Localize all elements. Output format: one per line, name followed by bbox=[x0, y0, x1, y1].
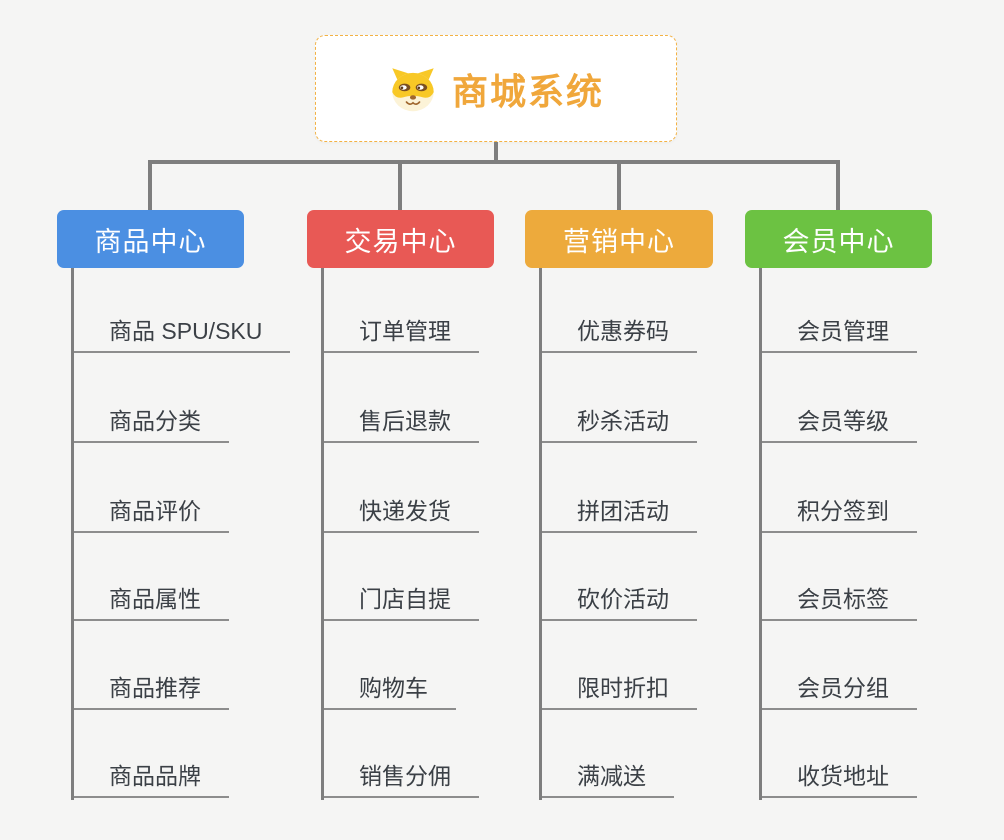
leaf-node[interactable]: 快递发货 bbox=[324, 493, 479, 533]
connector-drop-marketing-center bbox=[617, 160, 621, 212]
leaf-node[interactable]: 商品 SPU/SKU bbox=[74, 313, 291, 353]
leaf-node[interactable]: 售后退款 bbox=[324, 403, 479, 443]
leaf-node[interactable]: 满减送 bbox=[542, 758, 674, 798]
leaf-node[interactable]: 积分签到 bbox=[762, 493, 917, 533]
branch-node-member-center[interactable]: 会员中心 bbox=[745, 210, 932, 268]
branch-children-marketing-center: 优惠券码 秒杀活动 拼团活动 砍价活动 限时折扣 满减送 bbox=[539, 268, 782, 800]
leaf-node[interactable]: 商品推荐 bbox=[74, 670, 229, 710]
leaf-node[interactable]: 商品属性 bbox=[74, 581, 229, 621]
connector-root-stem bbox=[494, 142, 498, 162]
leaf-node[interactable]: 会员管理 bbox=[762, 313, 917, 353]
branch-node-product-center[interactable]: 商品中心 bbox=[57, 210, 244, 268]
root-node-title: 商城系统 bbox=[451, 70, 604, 112]
leaf-node[interactable]: 拼团活动 bbox=[542, 493, 697, 533]
branch-children-product-center: 商品 SPU/SKU 商品分类 商品评价 商品属性 商品推荐 商品品牌 bbox=[71, 268, 314, 800]
leaf-node[interactable]: 门店自提 bbox=[324, 581, 479, 621]
connector-horizontal-bus bbox=[148, 160, 840, 164]
leaf-node[interactable]: 商品分类 bbox=[74, 403, 229, 443]
connector-drop-trade-center bbox=[398, 160, 402, 212]
branch-node-trade-center[interactable]: 交易中心 bbox=[307, 210, 494, 268]
leaf-node[interactable]: 收货地址 bbox=[762, 758, 917, 798]
branch-children-trade-center: 订单管理 售后退款 快递发货 门店自提 购物车 销售分佣 bbox=[321, 268, 564, 800]
leaf-node[interactable]: 会员等级 bbox=[762, 403, 917, 443]
leaf-node[interactable]: 会员分组 bbox=[762, 670, 917, 710]
leaf-node[interactable]: 订单管理 bbox=[324, 313, 479, 353]
leaf-node[interactable]: 限时折扣 bbox=[542, 670, 697, 710]
leaf-node[interactable]: 优惠券码 bbox=[542, 313, 697, 353]
leaf-node[interactable]: 商品评价 bbox=[74, 493, 229, 533]
connector-drop-product-center bbox=[148, 160, 152, 212]
leaf-node[interactable]: 秒杀活动 bbox=[542, 403, 697, 443]
leaf-node[interactable]: 会员标签 bbox=[762, 581, 917, 621]
leaf-node[interactable]: 销售分佣 bbox=[324, 758, 479, 798]
connector-drop-member-center bbox=[836, 160, 840, 212]
shiba-dog-icon bbox=[392, 67, 434, 111]
branch-children-member-center: 会员管理 会员等级 积分签到 会员标签 会员分组 收货地址 bbox=[759, 268, 1002, 800]
branch-node-marketing-center[interactable]: 营销中心 bbox=[525, 210, 713, 268]
leaf-node[interactable]: 购物车 bbox=[324, 670, 456, 710]
leaf-node[interactable]: 商品品牌 bbox=[74, 758, 229, 798]
leaf-node[interactable]: 砍价活动 bbox=[542, 581, 697, 621]
root-node-mall-system[interactable]: 商城系统 bbox=[315, 35, 677, 142]
